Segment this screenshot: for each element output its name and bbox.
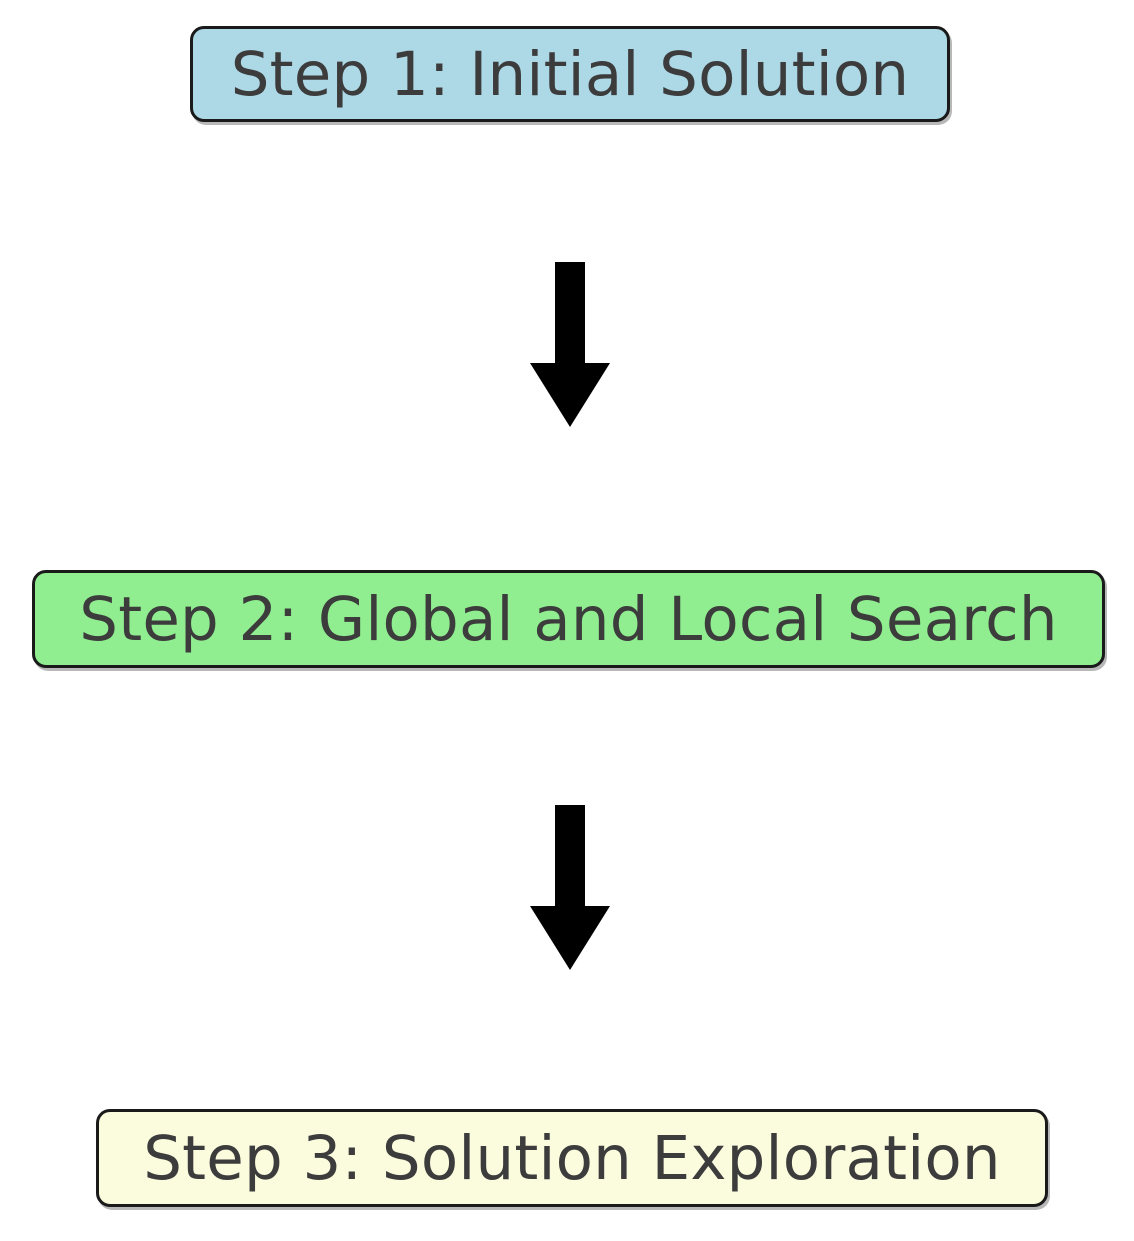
flowchart-node-step-2[interactable]: Step 2: Global and Local Search bbox=[32, 570, 1105, 668]
flowchart-node-step-3[interactable]: Step 3: Solution Exploration bbox=[96, 1109, 1048, 1207]
flowchart-node-label: Step 3: Solution Exploration bbox=[143, 1122, 1001, 1194]
down-arrow-icon bbox=[530, 805, 610, 970]
flowchart-edge-step-1-to-step-2 bbox=[505, 260, 635, 430]
flowchart-node-label: Step 1: Initial Solution bbox=[230, 38, 910, 110]
flowchart-node-label: Step 2: Global and Local Search bbox=[79, 583, 1058, 655]
down-arrow-icon bbox=[530, 262, 610, 427]
flowchart-edge-step-2-to-step-3 bbox=[505, 803, 635, 973]
flowchart-node-step-1[interactable]: Step 1: Initial Solution bbox=[190, 26, 950, 122]
